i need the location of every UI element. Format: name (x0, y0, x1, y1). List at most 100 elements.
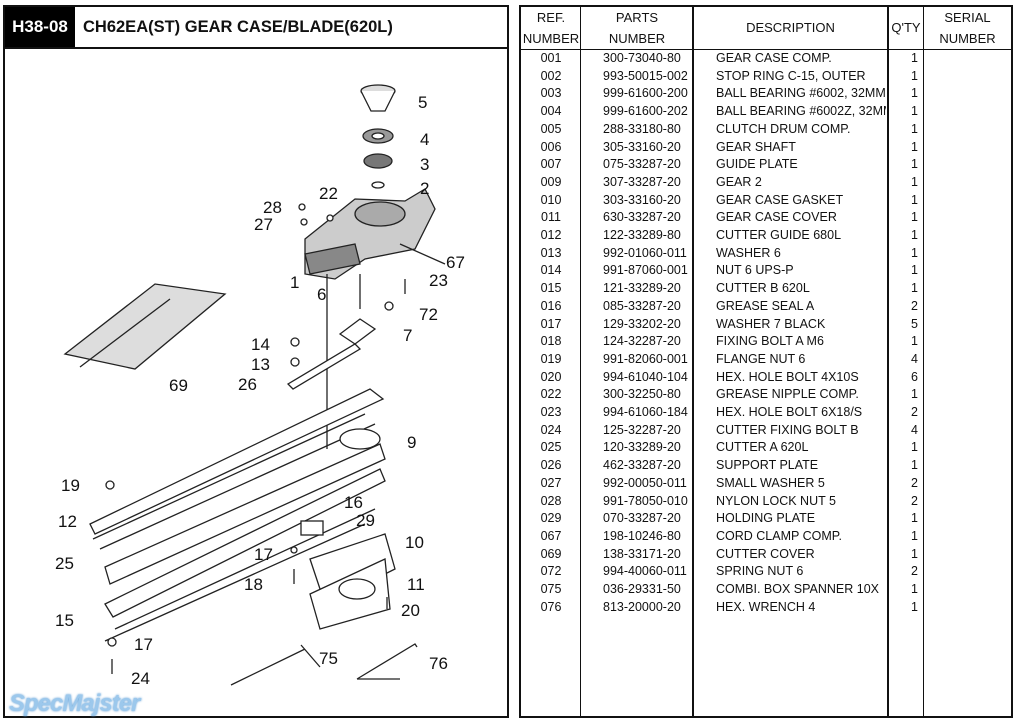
qty-cell: 1 (911, 121, 918, 136)
part-number-cell: 120-33289-20 (603, 440, 681, 455)
header-ref-line2: NUMBER (522, 31, 580, 46)
description-cell: CUTTER B 620L (716, 281, 810, 296)
ref-cell: 025 (540, 440, 562, 455)
ref-cell: 011 (541, 210, 561, 225)
description-cell: GEAR CASE COMP. (716, 51, 832, 65)
description-cell: HEX. HOLE BOLT 6X18/S (716, 405, 863, 419)
part-number-cell: 305-33160-20 (603, 139, 681, 154)
part-number-cell: 300-32250-80 (603, 387, 681, 402)
qty-cell: 1 (911, 139, 918, 154)
qty-cell: 1 (911, 582, 918, 596)
header-ref: REF. NUMBER (521, 7, 581, 50)
ref-cell: 072 (540, 564, 562, 579)
qty-cell: 1 (911, 458, 918, 473)
ref-cell: 022 (540, 387, 562, 402)
page-title: CH62EA(ST) GEAR CASE/BLADE(620L) (83, 18, 393, 36)
qty-cell: 6 (911, 369, 918, 384)
description-cell: SUPPORT PLATE (716, 458, 819, 473)
ref-cell: 017 (540, 316, 562, 331)
diagram-parts (63, 84, 446, 686)
part-number-cell: 993-50015-002 (603, 68, 688, 83)
part-number-cell: 462-33287-20 (603, 458, 681, 473)
part-number-cell: 303-33160-20 (603, 192, 681, 207)
part-number-cell: 630-33287-20 (603, 210, 681, 225)
qty-cell: 1 (911, 157, 918, 172)
ref-cell: 012 (540, 228, 562, 242)
ref-cell: 016 (540, 298, 562, 313)
part-number-cell: 991-87060-001 (603, 263, 688, 278)
callout-label: 3 (420, 155, 429, 174)
header-part-line1: PARTS (615, 10, 659, 25)
qty-cell: 5 (911, 316, 918, 331)
col-divider (888, 7, 924, 716)
qty-cell: 1 (911, 263, 918, 278)
col-divider (581, 7, 693, 716)
description-cell: NYLON LOCK NUT 5 (716, 493, 836, 508)
part-number-cell: 070-33287-20 (603, 511, 681, 526)
part-number-cell: 994-61060-184 (603, 405, 688, 419)
ref-cell: 024 (540, 422, 562, 437)
ref-cell: 014 (540, 263, 562, 278)
part-number-cell: 138-33171-20 (603, 546, 681, 561)
header-desc: DESCRIPTION (693, 7, 888, 50)
callout-label: 1 (290, 273, 299, 292)
callout-label: 22 (319, 184, 338, 203)
callout-label: 6 (317, 285, 326, 304)
description-cell: GREASE SEAL A (716, 298, 815, 313)
qty-cell: 1 (911, 68, 918, 83)
part-number-cell: 036-29331-50 (603, 582, 681, 596)
callout-label: 24 (131, 669, 150, 688)
callout-label: 20 (401, 601, 420, 620)
qty-cell: 1 (911, 104, 918, 119)
part-number-cell: 307-33287-20 (603, 174, 681, 189)
qty-cell: 2 (911, 475, 918, 490)
description-cell: BALL BEARING #6002Z, 32MM (716, 104, 886, 119)
ref-cell: 018 (540, 334, 562, 349)
callout-label: 9 (407, 433, 416, 452)
header-serial-line2: NUMBER (939, 31, 996, 46)
ref-cell: 029 (540, 511, 562, 526)
description-cell: STOP RING C-15, OUTER (716, 68, 866, 83)
part-number-cell: 991-82060-001 (603, 351, 688, 366)
ref-cell: 067 (540, 528, 562, 543)
ref-cell: 005 (540, 121, 562, 136)
description-cell: CLUTCH DRUM COMP. (716, 121, 851, 136)
qty-cell: 2 (911, 298, 918, 313)
ref-cell: 010 (540, 192, 562, 207)
callout-labels: 5432282227671623727141326699191629121025… (55, 93, 465, 688)
part-number-cell: 994-61040-104 (603, 369, 688, 384)
callout-label: 10 (405, 533, 424, 552)
part-number-cell: 198-10246-80 (603, 528, 681, 543)
header-ref-line1: REF. (536, 10, 566, 25)
callout-label: 15 (55, 611, 74, 630)
callout-label: 75 (319, 649, 338, 668)
ref-cell: 076 (540, 599, 562, 614)
part-number-cell: 075-33287-20 (603, 157, 681, 172)
description-cell: SMALL WASHER 5 (716, 475, 825, 490)
part-number-cell: 122-33289-80 (603, 228, 681, 242)
qty-cell: 4 (911, 422, 918, 437)
ref-cell: 075 (540, 582, 562, 596)
callout-label: 28 (263, 198, 282, 217)
part-number-cell: 999-61600-200 (603, 86, 688, 101)
callout-label: 19 (61, 476, 80, 495)
callout-label: 25 (55, 554, 74, 573)
callout-label: 7 (403, 326, 412, 345)
description-cell: WASHER 6 (716, 245, 781, 260)
callout-label: 72 (419, 305, 438, 324)
